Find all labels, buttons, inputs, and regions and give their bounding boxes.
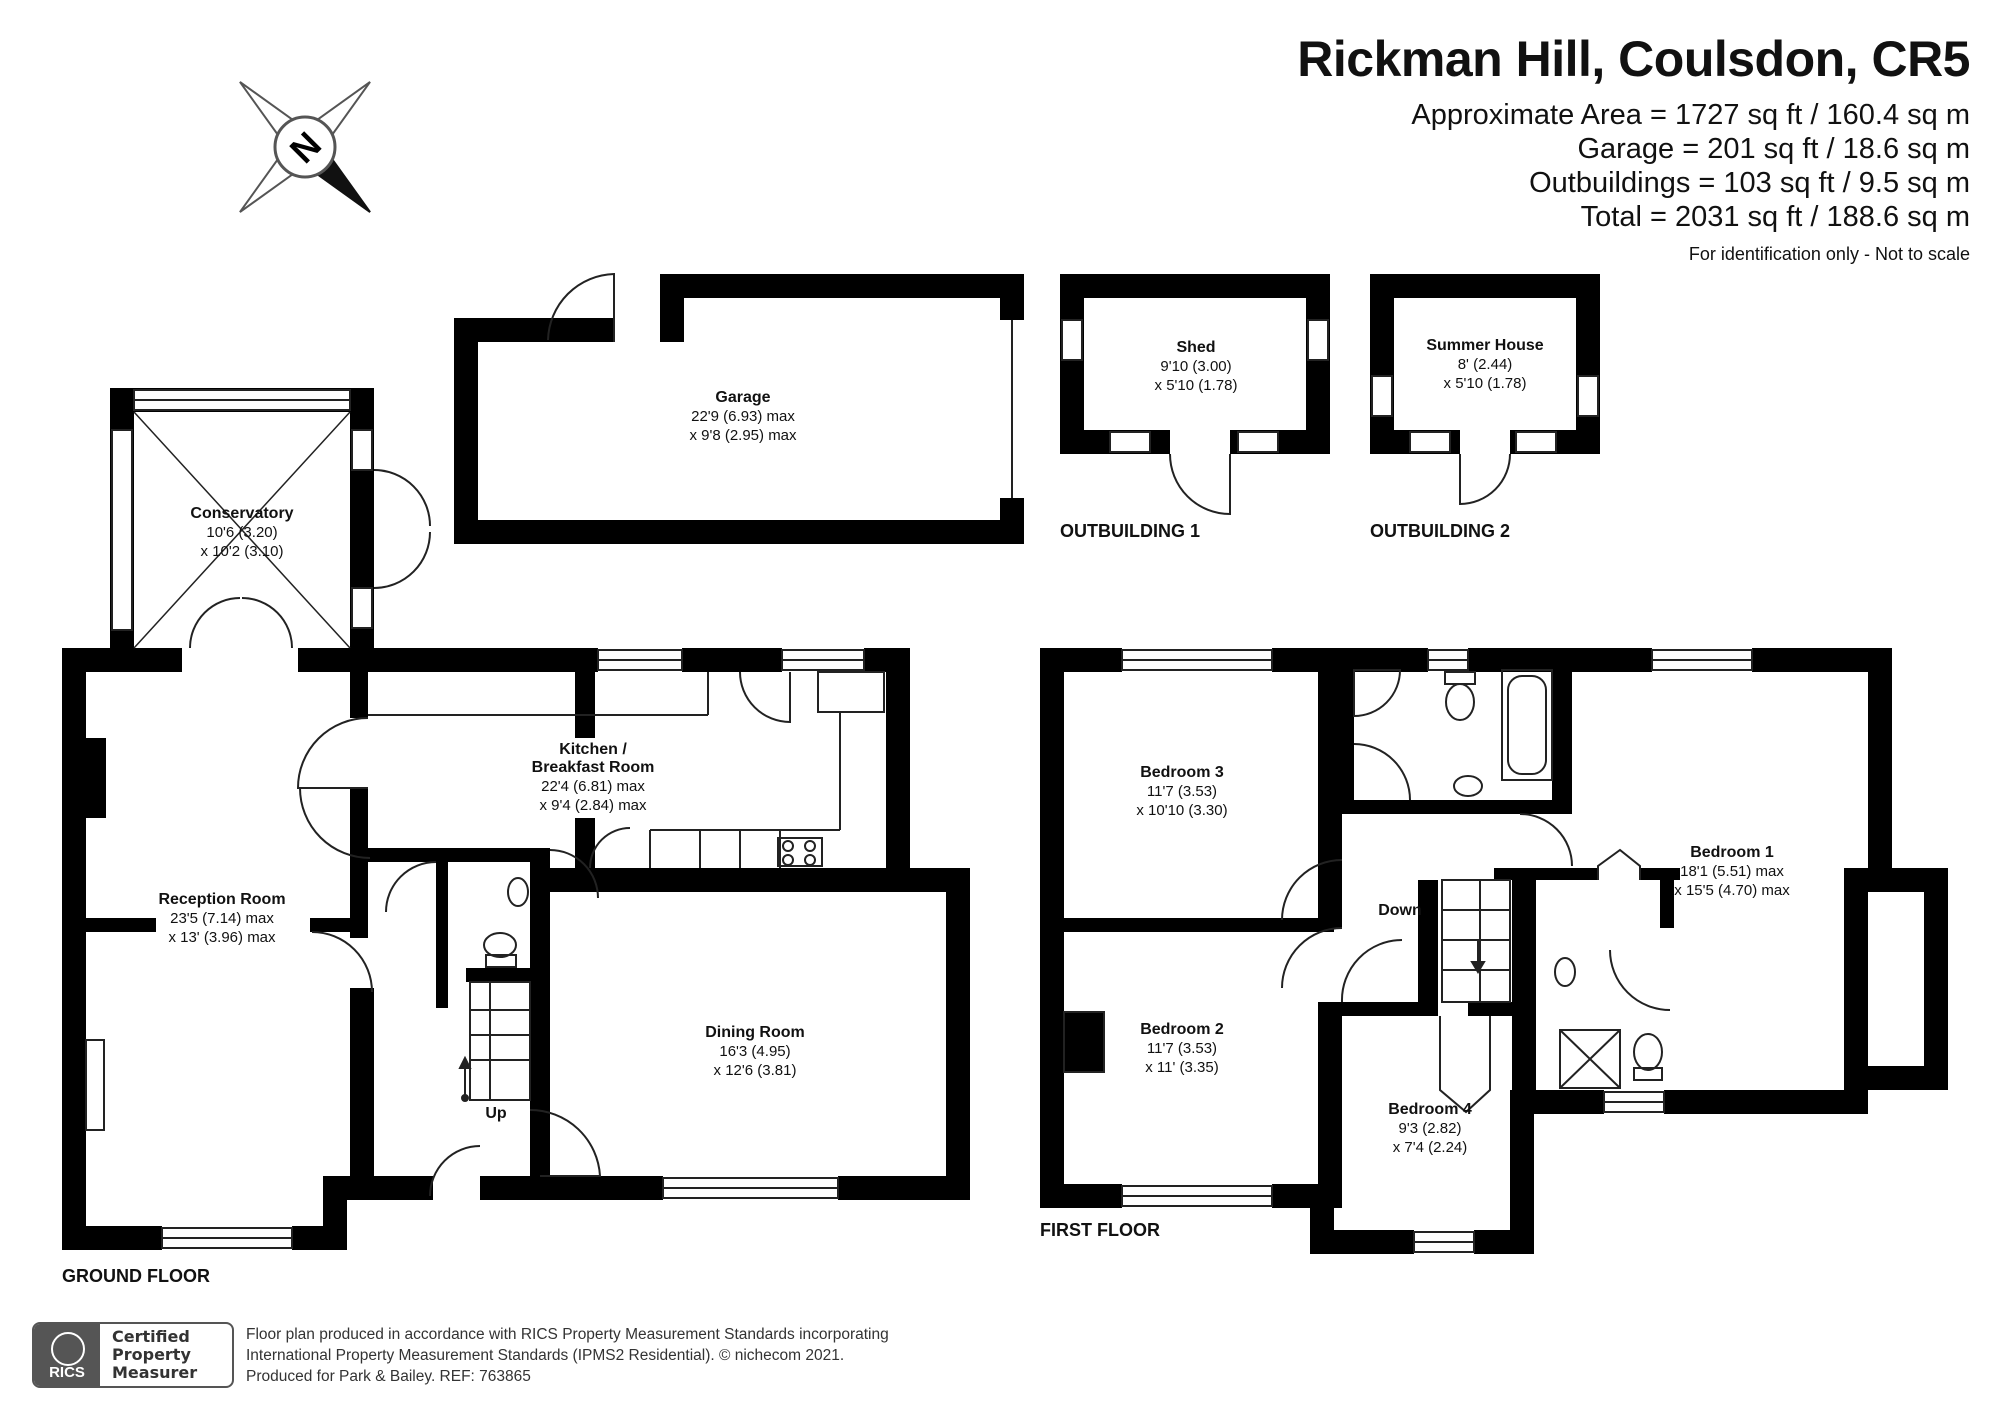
garage-dim1: 22'9 (6.93) max: [691, 408, 795, 425]
conservatory-dim1: 10'6 (3.20): [206, 524, 277, 541]
shed-dim2: x 5'10 (1.78): [1155, 377, 1238, 394]
legal-notice: Floor plan produced in accordance with R…: [246, 1324, 1006, 1387]
outbuilding2-label: OUTBUILDING 2: [1370, 521, 1510, 541]
garage-name: Garage: [715, 389, 770, 406]
kitchen-dim2: x 9'4 (2.84) max: [539, 797, 647, 814]
first-floor-walls: [1040, 648, 1948, 1254]
garage-dim2: x 9'8 (2.95) max: [689, 427, 797, 444]
shed-dim1: 9'10 (3.00): [1160, 358, 1231, 375]
dining-dim2: x 12'6 (3.81): [714, 1062, 797, 1079]
bedroom1-dim2: x 15'5 (4.70) max: [1674, 882, 1790, 899]
total-area: Total = 2031 sq ft / 188.6 sq m: [1580, 201, 1970, 233]
bedroom3-dim2: x 10'10 (3.30): [1136, 802, 1227, 819]
bedroom2-dim1: 11'7 (3.53): [1147, 1040, 1217, 1057]
summer-house-structure: [1370, 274, 1600, 506]
reception-dim1: 23'5 (7.14) max: [170, 910, 274, 927]
kitchen-name: Kitchen /: [559, 741, 627, 758]
shed-structure: [1060, 274, 1330, 516]
kitchen-name2: Breakfast Room: [532, 759, 655, 776]
stairs-down-label: Down: [1378, 902, 1422, 919]
kitchen-dim1: 22'4 (6.81) max: [541, 778, 645, 795]
conservatory-structure: [110, 388, 431, 649]
dining-name: Dining Room: [705, 1024, 805, 1041]
rics-word: RICS: [49, 1364, 85, 1381]
summer-house-name: Summer House: [1426, 337, 1543, 354]
first-floor-fittings: [1063, 649, 1753, 1253]
summer-house-dim1: 8' (2.44): [1458, 356, 1513, 373]
rics-certified-badge: RICS Certified Property Measurer: [32, 1322, 234, 1388]
bedroom4-dim1: 9'3 (2.82): [1399, 1120, 1462, 1137]
garage-structure: [454, 272, 1024, 544]
rics-lion-icon: [51, 1332, 85, 1366]
bedroom2-dim2: x 11' (3.35): [1145, 1059, 1218, 1076]
north-compass-icon: [239, 81, 371, 213]
ground-floor-fittings: [85, 649, 885, 1249]
bedroom4-name: Bedroom 4: [1388, 1101, 1472, 1118]
bedroom3-dim1: 11'7 (3.53): [1147, 783, 1217, 800]
cert-line-1: Certified: [112, 1327, 190, 1346]
bedroom3-name: Bedroom 3: [1140, 764, 1224, 781]
bedroom4-dim2: x 7'4 (2.24): [1393, 1139, 1468, 1156]
ground-floor-walls: [62, 648, 970, 1250]
cert-line-2: Property: [112, 1345, 191, 1364]
bedroom1-name: Bedroom 1: [1690, 844, 1774, 861]
legal-line-3: Produced for Park & Bailey. REF: 763865: [246, 1368, 531, 1385]
scale-note: For identification only - Not to scale: [1688, 244, 1970, 264]
conservatory-dim2: x 10'2 (3.10): [201, 543, 284, 560]
summer-house-dim2: x 5'10 (1.78): [1444, 375, 1527, 392]
room-labels: Conservatory 10'6 (3.20) x 10'2 (3.10) G…: [158, 337, 1790, 1156]
bedroom2-name: Bedroom 2: [1140, 1021, 1224, 1038]
first-floor-label: FIRST FLOOR: [1040, 1220, 1160, 1240]
bedroom1-dim1: 18'1 (5.51) max: [1680, 863, 1784, 880]
conservatory-name: Conservatory: [190, 505, 293, 522]
outbuildings-area: Outbuildings = 103 sq ft / 9.5 sq m: [1529, 167, 1970, 199]
floor-labels: OUTBUILDING 1 OUTBUILDING 2 GROUND FLOOR…: [62, 521, 1510, 1286]
stairs-up-label: Up: [485, 1105, 507, 1122]
dining-dim1: 16'3 (4.95): [719, 1043, 790, 1060]
property-title: Rickman Hill, Coulsdon, CR5: [1297, 31, 1970, 87]
reception-name: Reception Room: [158, 891, 285, 908]
rics-logo: RICS: [34, 1324, 100, 1386]
legal-line-2: International Property Measurement Stand…: [246, 1347, 845, 1364]
ground-floor-label: GROUND FLOOR: [62, 1266, 210, 1286]
reception-dim2: x 13' (3.96) max: [168, 929, 276, 946]
certified-property-measurer: Certified Property Measurer: [112, 1328, 197, 1382]
garage-area: Garage = 201 sq ft / 18.6 sq m: [1577, 133, 1970, 165]
legal-line-1: Floor plan produced in accordance with R…: [246, 1326, 889, 1343]
approximate-area: Approximate Area = 1727 sq ft / 160.4 sq…: [1411, 99, 1970, 131]
shed-name: Shed: [1176, 339, 1215, 356]
outbuilding1-label: OUTBUILDING 1: [1060, 521, 1200, 541]
cert-line-3: Measurer: [112, 1363, 198, 1382]
